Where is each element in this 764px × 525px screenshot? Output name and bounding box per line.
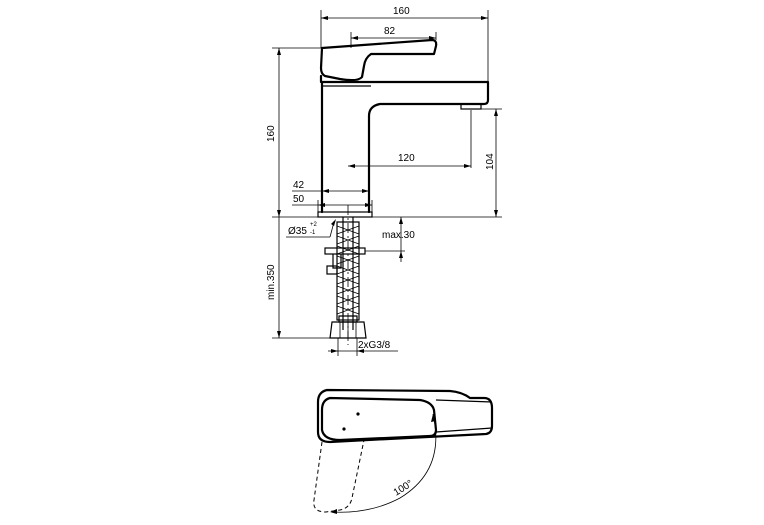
- dim-base-42-label: 42: [293, 180, 305, 191]
- dimension-spout-height: 104: [372, 108, 502, 218]
- dim-connection-label: 2xG3/8: [358, 340, 391, 351]
- dimension-base-42: 42: [292, 180, 369, 212]
- dimension-hole-diameter: Ø35 +2 -1: [286, 219, 336, 238]
- dim-total-height-label: 160: [266, 125, 277, 142]
- hose-assembly: [324, 205, 367, 345]
- dim-max-deck-label: max.30: [382, 230, 415, 241]
- dim-hole-tol-plus: +2: [310, 222, 318, 228]
- dim-hose-length-label: min.350: [266, 264, 277, 300]
- dimension-lever-length: 82: [350, 26, 437, 48]
- faucet-side-view: [317, 38, 490, 330]
- dim-spout-reach-label: 120: [398, 153, 415, 164]
- dimension-total-height: 160: [266, 47, 322, 218]
- dimension-spout-reach: 120: [348, 110, 472, 168]
- dim-spout-height-label: 104: [485, 153, 496, 170]
- dim-hole-diameter-label: Ø35: [288, 226, 307, 237]
- faucet-top-view: 100°: [313, 388, 494, 514]
- dim-lever-length-label: 82: [384, 26, 396, 37]
- dimension-hose-length: min.350: [266, 217, 332, 339]
- dim-hole-tol-minus: -1: [310, 230, 316, 236]
- dimension-max-deck: max.30: [365, 217, 415, 262]
- dim-base-50-label: 50: [293, 194, 305, 205]
- dimension-connection: 2xG3/8: [328, 338, 398, 356]
- dimension-base-50: 50: [292, 194, 373, 212]
- dimension-total-length: 160: [320, 6, 489, 82]
- dim-total-length-label: 160: [393, 6, 410, 17]
